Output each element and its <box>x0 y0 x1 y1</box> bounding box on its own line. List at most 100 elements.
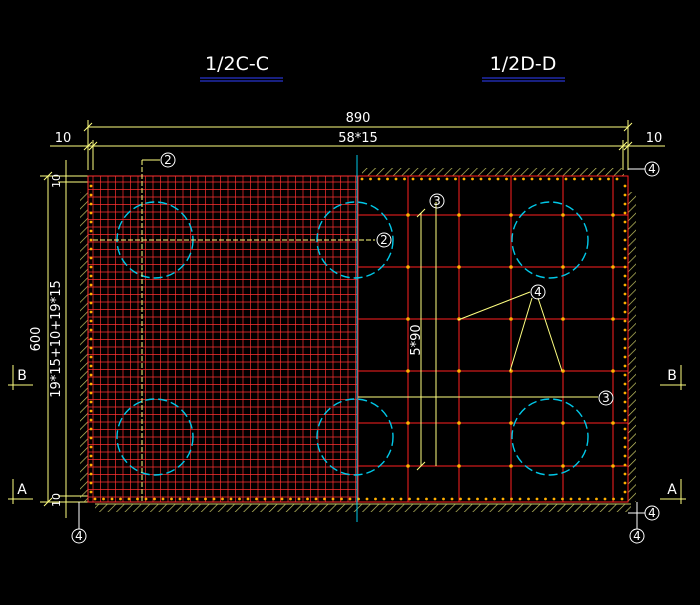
callout-leaders <box>78 168 645 529</box>
edge-dot <box>102 497 105 501</box>
right-frame <box>357 175 629 503</box>
edge-dot <box>527 497 530 501</box>
guide-lines <box>93 159 598 502</box>
edge-dot <box>564 177 568 181</box>
bar-dot <box>611 369 615 373</box>
edge-dot <box>89 400 93 404</box>
bar-dot <box>611 317 615 321</box>
edge-dot <box>623 481 627 485</box>
edge-dot <box>306 497 309 501</box>
bar-dot <box>509 317 513 321</box>
edge-dot <box>340 497 343 501</box>
bar-dot <box>561 317 565 321</box>
edge-dot <box>89 463 93 467</box>
bar-dot <box>509 369 513 373</box>
edge-dot <box>425 497 428 501</box>
edge-dot <box>623 490 627 494</box>
edge-dot <box>623 454 627 458</box>
bar-dot <box>561 421 565 425</box>
edge-dot <box>89 193 93 197</box>
edge-dot <box>229 497 233 501</box>
edge-dot <box>612 497 615 501</box>
edge-dot <box>569 497 573 501</box>
edge-dot <box>394 177 398 181</box>
bar-dot <box>509 464 513 468</box>
edge-dot <box>623 418 627 422</box>
edge-dot <box>89 328 93 332</box>
edge-dot <box>573 177 576 181</box>
edge-dot <box>357 497 360 501</box>
edge-dot <box>530 177 534 181</box>
edge-dot <box>161 497 165 501</box>
edge-dot <box>556 177 559 181</box>
edge-dot <box>89 364 93 368</box>
edge-dot <box>89 184 93 188</box>
edge-dot <box>522 177 525 181</box>
section-mark-left-a: A <box>17 482 27 498</box>
edge-dot <box>89 427 93 431</box>
edge-dot <box>89 355 93 359</box>
edge-dot <box>386 177 389 181</box>
edge-dot <box>623 238 627 242</box>
edge-dot <box>238 497 241 501</box>
edge-dot <box>136 497 139 501</box>
edge-dot <box>89 445 93 449</box>
edge-dot <box>623 382 627 386</box>
bar-intersection-dots <box>406 213 615 468</box>
edge-dot <box>331 497 335 501</box>
edge-dot <box>603 497 607 501</box>
edge-dot <box>377 177 381 181</box>
edge-dot <box>620 497 624 501</box>
edge-dot <box>615 177 619 181</box>
edge-dot <box>89 238 93 242</box>
bar-dot <box>406 369 410 373</box>
edge-dot <box>623 346 627 350</box>
edge-dot <box>479 177 483 181</box>
edge-dot <box>89 391 93 395</box>
edge-dot <box>595 497 598 501</box>
edge-dot <box>399 497 403 501</box>
edge-dot <box>89 409 93 413</box>
callout-4-bottom-left: 4 <box>75 529 83 543</box>
edge-dot <box>89 301 93 305</box>
edge-dot <box>263 497 267 501</box>
bar-dot <box>457 369 461 373</box>
edge-dot <box>391 497 394 501</box>
edge-dot <box>623 247 627 251</box>
edge-dot <box>623 301 627 305</box>
dim-cover-right: 10 <box>646 131 663 146</box>
edge-dot <box>510 497 513 501</box>
bar-dot <box>406 317 410 321</box>
bar-dot <box>509 213 513 217</box>
edge-dot <box>586 497 590 501</box>
edge-dot <box>187 497 190 501</box>
pile-circle-5 <box>316 398 394 476</box>
section-title-left: 1/2C-C <box>205 53 269 75</box>
callout-2-top: 2 <box>164 153 172 167</box>
edge-dot <box>518 497 522 501</box>
edge-dot <box>581 177 585 181</box>
edge-dot <box>450 497 454 501</box>
edge-dot <box>623 373 627 377</box>
edge-dot <box>445 177 449 181</box>
bar-dot <box>457 464 461 468</box>
edge-dot <box>623 256 627 260</box>
bar-dot <box>509 421 513 425</box>
edge-dot <box>623 409 627 413</box>
edge-dot <box>544 497 547 501</box>
edge-dot <box>93 497 97 501</box>
edge-dot <box>89 292 93 296</box>
dim-overall-width: 890 <box>346 111 371 126</box>
edge-dot <box>539 177 542 181</box>
guide-ticks <box>416 208 426 471</box>
section-mark-right-b: B <box>667 368 677 384</box>
section-marks <box>8 365 686 504</box>
bar-dot <box>406 265 410 269</box>
dim-cover-left: 10 <box>55 131 72 146</box>
bar-dot <box>509 265 513 269</box>
edge-dot <box>607 177 610 181</box>
edge-dot <box>89 274 93 278</box>
edge-dot <box>505 177 508 181</box>
top-dimensions <box>50 120 665 170</box>
edge-dot <box>623 292 627 296</box>
